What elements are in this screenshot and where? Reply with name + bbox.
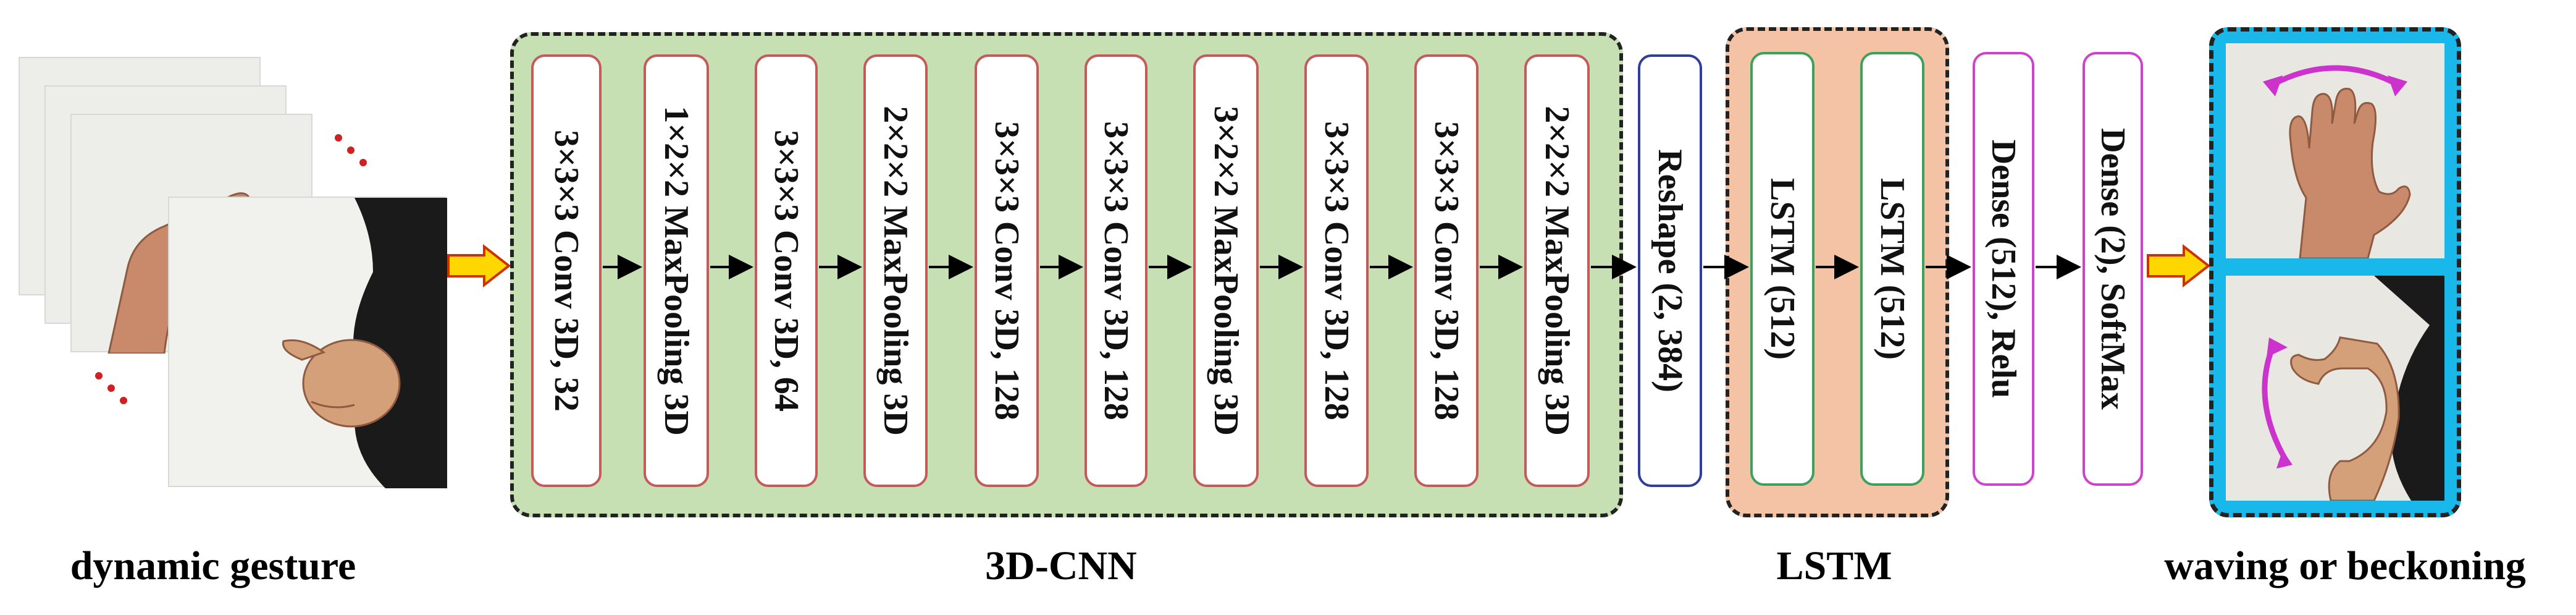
hand-beckoning-image	[282, 198, 447, 488]
cnn-layer-8: 3×3×3 Conv 3D, 128	[1304, 54, 1369, 487]
cnn-layer-9: 3×3×3 Conv 3D, 128	[1414, 54, 1479, 487]
output-arrow	[2147, 244, 2211, 287]
waving-motion-arrow	[2267, 65, 2403, 89]
reshape-layer: Reshape (2, 384)	[1638, 54, 1702, 487]
cnn-label: 3D-CNN	[985, 543, 1137, 588]
more-frames-dots-bottom	[95, 372, 127, 404]
more-frames-dots-top	[335, 134, 367, 166]
cnn-layer-1: 3×3×3 Conv 3D, 32	[531, 54, 602, 487]
dense-layer-1: Dense (512), Relu	[1973, 52, 2034, 486]
waving-image	[2226, 43, 2444, 258]
cnn-layer-4: 2×2×2 MaxPooling 3D	[863, 54, 928, 487]
lstm-layer-1: LSTM (512)	[1750, 52, 1815, 486]
cnn-layer-7: 3×2×2 MaxPooling 3D	[1193, 54, 1259, 487]
output-label: waving or beckoning	[2164, 543, 2526, 588]
input-label: dynamic gesture	[70, 543, 356, 588]
dense-layer-2: Dense (2), SoftMax	[2083, 52, 2143, 486]
cnn-layer-6: 3×3×3 Conv 3D, 128	[1085, 54, 1147, 487]
cnn-layer-3: 3×3×3 Conv 3D, 64	[755, 54, 818, 487]
lstm-layer-2: LSTM (512)	[1860, 52, 1924, 486]
beckoning-image	[2226, 276, 2444, 501]
input-arrow	[447, 244, 511, 287]
cnn-layer-5: 3×3×3 Conv 3D, 128	[975, 54, 1039, 487]
cnn-layer-2: 1×2×2 MaxPooling 3D	[644, 54, 709, 487]
beckoning-motion-arrow	[2262, 342, 2289, 463]
cnn-layer-10: 2×2×2 MaxPooling 3D	[1524, 54, 1590, 487]
input-frame-front	[168, 197, 447, 488]
lstm-label: LSTM	[1776, 543, 1892, 588]
